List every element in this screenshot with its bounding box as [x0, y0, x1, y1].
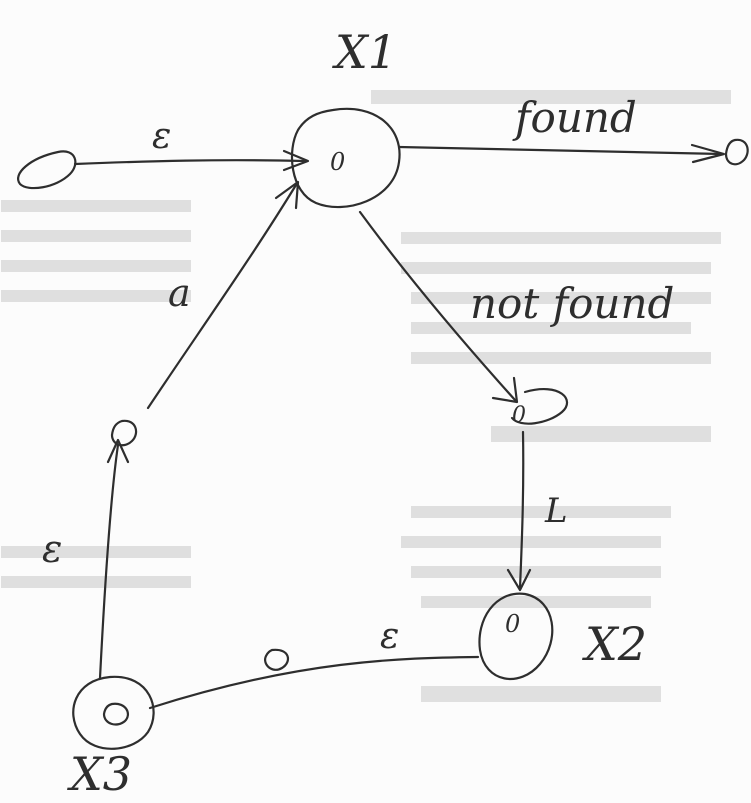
state-start: 0	[17, 150, 77, 190]
state-mid-left-circle	[110, 419, 138, 447]
state-x3-inner-ring	[102, 702, 129, 726]
edge-mid-left-to-x1-label: a	[168, 271, 191, 315]
edge-x1-to-mid-right-arrowhead	[491, 376, 519, 404]
edge-mid-right-to-x2-label: L	[544, 491, 568, 531]
edge-x3-to-mid-left: ε	[42, 438, 130, 680]
state-x3: X3	[67, 675, 155, 801]
state-x3-circle	[72, 675, 155, 750]
edge-mid-right-to-x2-line	[518, 430, 525, 590]
state-x1: 0 X1	[290, 25, 401, 208]
edge-x3-to-mid-left-label: ε	[42, 527, 62, 571]
edge-x1-to-mid-right: not found	[358, 210, 674, 404]
state-accept-circle	[724, 138, 749, 166]
edge-x1-to-accept: found	[397, 93, 726, 164]
edge-x1-to-accept-line	[397, 145, 724, 156]
edge-mid-right-to-x2: L	[506, 430, 568, 592]
edge-x2-to-x3-mid-circle	[264, 648, 290, 671]
edge-start-to-x1-arrowhead	[282, 149, 310, 172]
edge-mid-left-to-x1-arrowhead	[274, 180, 300, 210]
edge-mid-left-to-x1-line	[146, 183, 298, 410]
state-x2-name: X2	[582, 617, 647, 671]
edge-x3-to-mid-left-arrowhead	[106, 438, 130, 464]
edge-x1-to-mid-right-line	[358, 210, 517, 402]
state-mid-right-circle	[510, 388, 569, 425]
edge-x3-to-mid-left-line	[98, 443, 120, 680]
edge-start-to-x1-line	[73, 159, 307, 166]
edge-x1-to-mid-right-label: not found	[470, 279, 674, 328]
edge-x2-to-x3-line	[148, 655, 480, 710]
state-mid-left: 0	[110, 419, 138, 447]
edge-x1-to-accept-label: found	[512, 93, 637, 142]
state-start-circle	[17, 150, 77, 190]
state-x2: 0 X2	[478, 592, 647, 681]
edge-x2-to-x3-label: ε	[380, 616, 399, 657]
state-mid-right-marker: 0	[512, 403, 526, 428]
state-accept: 0	[724, 138, 749, 166]
edge-x1-to-accept-arrowhead	[690, 143, 726, 164]
state-x1-circle	[290, 107, 401, 208]
state-x1-marker: 0	[330, 148, 345, 176]
state-x3-name: X3	[67, 747, 132, 801]
bleed-through	[1, 90, 731, 702]
edge-x2-to-x3: ε	[148, 616, 480, 710]
state-x2-circle	[478, 592, 554, 681]
edge-start-to-x1-label: ε	[152, 116, 171, 157]
state-mid-right: 0	[510, 388, 569, 428]
state-x2-marker: 0	[505, 610, 520, 638]
state-x1-name: X1	[332, 25, 397, 79]
edge-mid-right-to-x2-arrowhead	[506, 568, 532, 592]
edge-start-to-x1: ε	[73, 116, 310, 172]
edge-mid-left-to-x1: a	[146, 180, 300, 410]
